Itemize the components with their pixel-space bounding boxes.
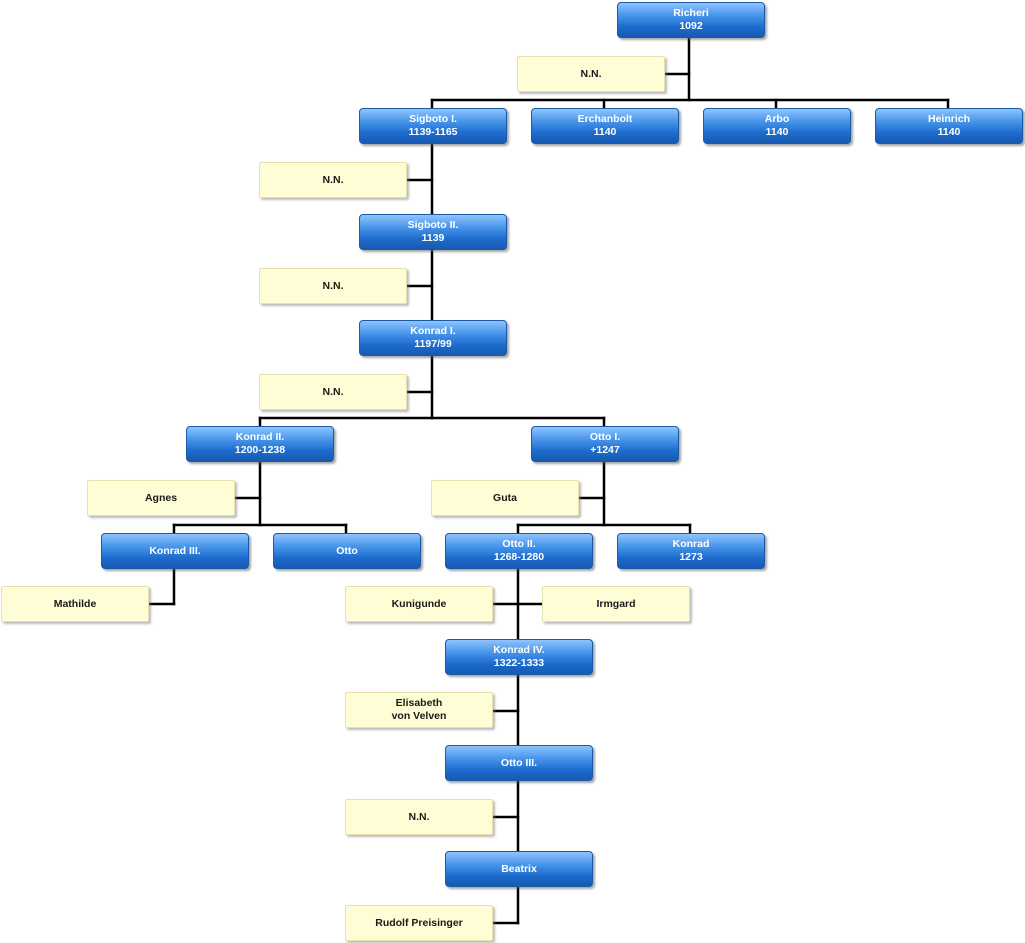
spouse-irmgard[interactable]: Irmgard bbox=[542, 586, 690, 622]
person-years: 1140 bbox=[937, 126, 961, 138]
person-name: Sigboto I. bbox=[409, 113, 457, 125]
person-sigboto-i[interactable]: Sigboto I. 1139-1165 bbox=[359, 108, 507, 144]
person-otto-ii[interactable]: Otto II. 1268-1280 bbox=[445, 533, 593, 569]
person-konrad-i[interactable]: Konrad I. 1197/99 bbox=[359, 320, 507, 356]
spouse-nn-sigboto-ii[interactable]: N.N. bbox=[259, 268, 407, 304]
spouse-agnes[interactable]: Agnes bbox=[87, 480, 235, 516]
person-years: 1322-1333 bbox=[493, 657, 545, 669]
person-years: +1247 bbox=[590, 444, 620, 456]
person-years: 1140 bbox=[765, 126, 789, 138]
person-years: 1092 bbox=[679, 20, 703, 32]
spouse-name-line2: von Velven bbox=[391, 710, 447, 722]
person-name: Otto bbox=[336, 544, 358, 557]
person-name: Konrad II. bbox=[235, 431, 285, 443]
spouse-name: Irmgard bbox=[596, 597, 636, 610]
person-years: 1139 bbox=[421, 232, 445, 244]
person-years: 1273 bbox=[679, 551, 703, 563]
person-konrad-ii[interactable]: Konrad II. 1200-1238 bbox=[186, 426, 334, 462]
person-otto[interactable]: Otto bbox=[273, 533, 421, 569]
spouse-nn-richeri[interactable]: N.N. bbox=[517, 56, 665, 92]
spouse-name: N.N. bbox=[408, 810, 430, 823]
spouse-name: N.N. bbox=[580, 67, 602, 80]
spouse-name: N.N. bbox=[322, 279, 344, 292]
person-name: Otto III. bbox=[500, 756, 538, 769]
spouse-nn-otto-iii[interactable]: N.N. bbox=[345, 799, 493, 835]
spouse-mathilde[interactable]: Mathilde bbox=[1, 586, 149, 622]
person-otto-i[interactable]: Otto I. +1247 bbox=[531, 426, 679, 462]
person-years: 1197/99 bbox=[414, 338, 452, 350]
person-name: Arbo bbox=[764, 113, 790, 125]
person-konrad[interactable]: Konrad 1273 bbox=[617, 533, 765, 569]
spouse-nn-konrad-i[interactable]: N.N. bbox=[259, 374, 407, 410]
person-konrad-iii[interactable]: Konrad III. bbox=[101, 533, 249, 569]
person-years: 1200-1238 bbox=[234, 444, 286, 456]
spouse-name: Agnes bbox=[144, 491, 178, 504]
person-years: 1140 bbox=[593, 126, 617, 138]
spouse-name: Mathilde bbox=[53, 597, 97, 610]
spouse-name: Rudolf Preisinger bbox=[375, 916, 463, 929]
spouse-name: Elisabeth bbox=[395, 697, 443, 709]
person-name: Konrad I. bbox=[410, 325, 456, 337]
person-sigboto-ii[interactable]: Sigboto II. 1139 bbox=[359, 214, 507, 250]
spouse-name: N.N. bbox=[322, 173, 344, 186]
person-name: Konrad bbox=[672, 538, 710, 550]
person-name: Otto II. bbox=[502, 538, 536, 550]
person-name: Erchanbolt bbox=[577, 113, 633, 125]
spouse-name: N.N. bbox=[322, 385, 344, 398]
person-name: Konrad III. bbox=[149, 544, 201, 557]
person-years: 1268-1280 bbox=[493, 551, 545, 563]
person-name: Richeri bbox=[673, 7, 709, 19]
person-heinrich[interactable]: Heinrich 1140 bbox=[875, 108, 1023, 144]
spouse-kunigunde[interactable]: Kunigunde bbox=[345, 586, 493, 622]
person-richeri[interactable]: Richeri 1092 bbox=[617, 2, 765, 38]
person-beatrix[interactable]: Beatrix bbox=[445, 851, 593, 887]
person-erchanbolt[interactable]: Erchanbolt 1140 bbox=[531, 108, 679, 144]
person-name: Beatrix bbox=[501, 862, 537, 875]
person-name: Heinrich bbox=[927, 113, 970, 125]
person-arbo[interactable]: Arbo 1140 bbox=[703, 108, 851, 144]
spouse-name: Guta bbox=[493, 491, 517, 504]
spouse-guta[interactable]: Guta bbox=[431, 480, 579, 516]
person-name: Otto I. bbox=[589, 431, 621, 443]
spouse-nn-sigboto-i[interactable]: N.N. bbox=[259, 162, 407, 198]
person-name: Konrad IV. bbox=[493, 644, 545, 656]
person-name: Sigboto II. bbox=[407, 219, 459, 231]
spouse-rudolf-preisinger[interactable]: Rudolf Preisinger bbox=[345, 905, 493, 941]
person-years: 1139-1165 bbox=[408, 126, 458, 138]
person-otto-iii[interactable]: Otto III. bbox=[445, 745, 593, 781]
spouse-name: Kunigunde bbox=[391, 597, 447, 610]
person-konrad-iv[interactable]: Konrad IV. 1322-1333 bbox=[445, 639, 593, 675]
spouse-elisabeth[interactable]: Elisabeth von Velven bbox=[345, 692, 493, 728]
